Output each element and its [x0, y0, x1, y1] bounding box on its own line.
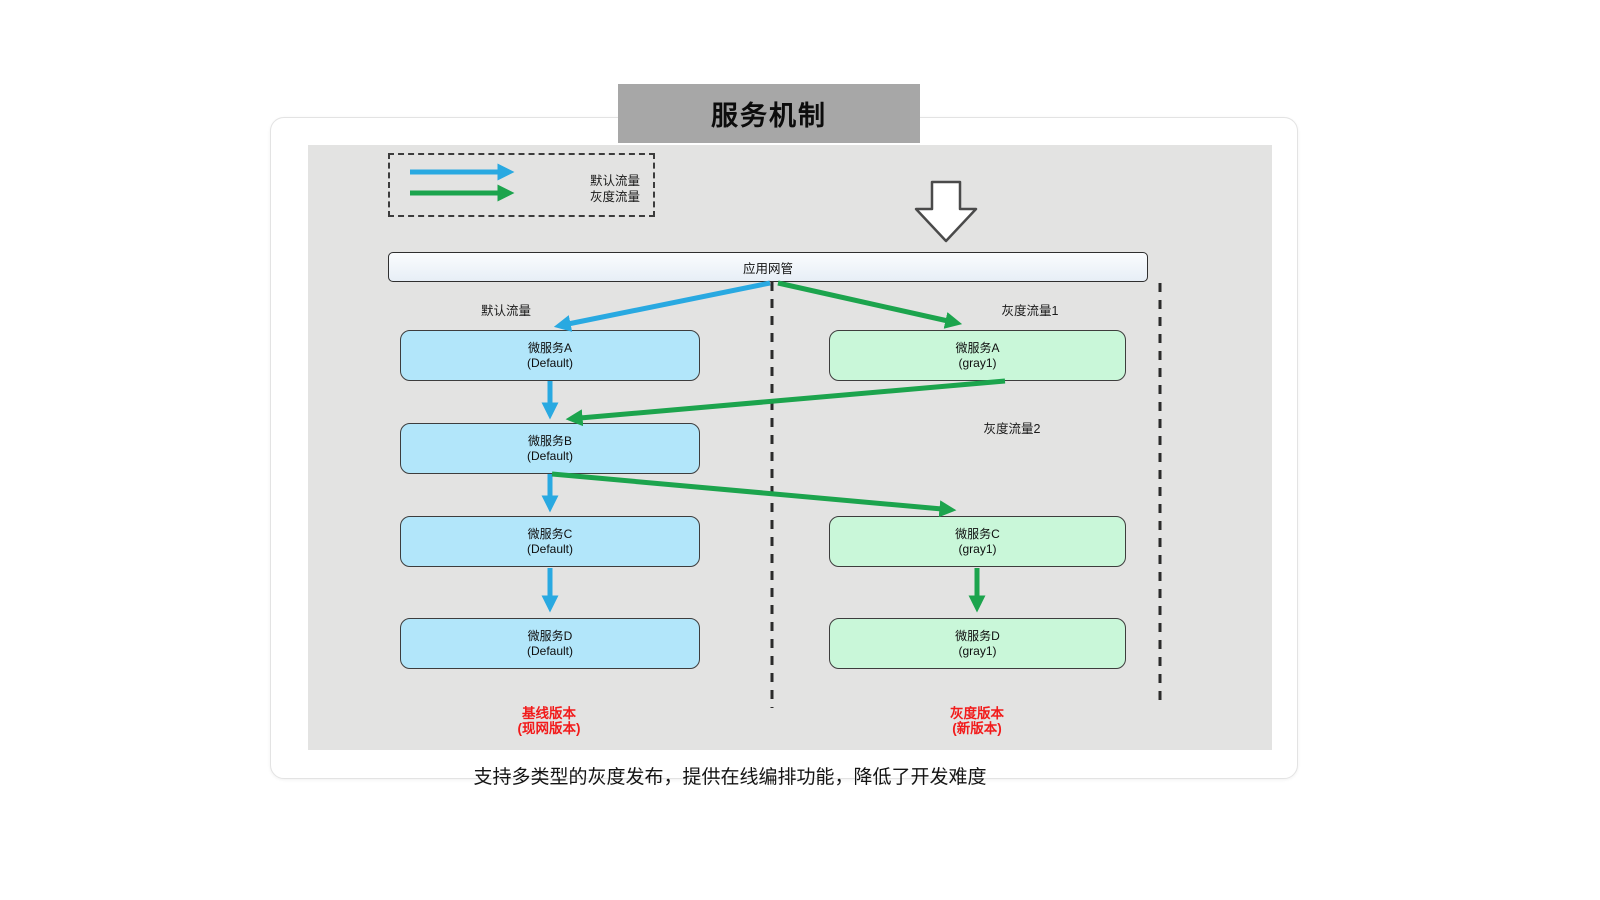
- page-title: 服务机制: [711, 101, 827, 131]
- service-box-a-gray1: 微服务A (gray1): [829, 330, 1126, 381]
- service-box-d-default: 微服务D (Default): [400, 618, 700, 669]
- legend-labels: 默认流量 灰度流量: [560, 173, 670, 205]
- service-name: 微服务B: [527, 433, 572, 448]
- service-variant: (gray1): [958, 541, 997, 556]
- baseline-version-line2: (现网版本): [517, 721, 581, 736]
- baseline-version-line1: 基线版本: [522, 706, 576, 721]
- gateway-bar: 应用网管: [388, 252, 1148, 282]
- service-name: 微服务C: [527, 526, 573, 541]
- title-bar: 服务机制: [618, 84, 920, 143]
- column-label-default: 默认流量: [480, 304, 531, 318]
- service-name: 微服务D: [955, 628, 1000, 643]
- service-name: 微服务C: [955, 526, 1000, 541]
- baseline-version-label: 基线版本 (现网版本): [469, 706, 629, 736]
- service-name: 微服务A: [527, 340, 572, 355]
- service-variant: (Default): [526, 643, 573, 658]
- service-box-d-gray1: 微服务D (gray1): [829, 618, 1126, 669]
- column-label-gray2: 灰度流量2: [983, 422, 1041, 436]
- service-variant: (Default): [526, 541, 573, 556]
- service-box-a-default: 微服务A (Default): [400, 330, 700, 381]
- gray-version-line2: (新版本): [952, 721, 1002, 736]
- legend-gray-label: 灰度流量: [589, 190, 640, 204]
- service-name: 微服务A: [955, 340, 1000, 355]
- service-box-c-default: 微服务C (Default): [400, 516, 700, 567]
- gray-version-line1: 灰度版本: [950, 706, 1004, 721]
- service-variant: (Default): [526, 355, 573, 370]
- legend-box: [388, 153, 655, 217]
- service-variant: (Default): [526, 448, 573, 463]
- gray-version-label: 灰度版本 (新版本): [897, 706, 1057, 736]
- gateway-label: 应用网管: [742, 261, 793, 276]
- service-name: 微服务D: [527, 628, 573, 643]
- service-box-b-default: 微服务B (Default): [400, 423, 700, 474]
- caption-text: 支持多类型的灰度发布，提供在线编排功能，降低了开发难度: [473, 767, 987, 788]
- legend-default-label: 默认流量: [589, 174, 640, 188]
- service-box-c-gray1: 微服务C (gray1): [829, 516, 1126, 567]
- column-label-gray1: 灰度流量1: [1001, 304, 1059, 318]
- service-variant: (gray1): [958, 355, 997, 370]
- service-variant: (gray1): [958, 643, 997, 658]
